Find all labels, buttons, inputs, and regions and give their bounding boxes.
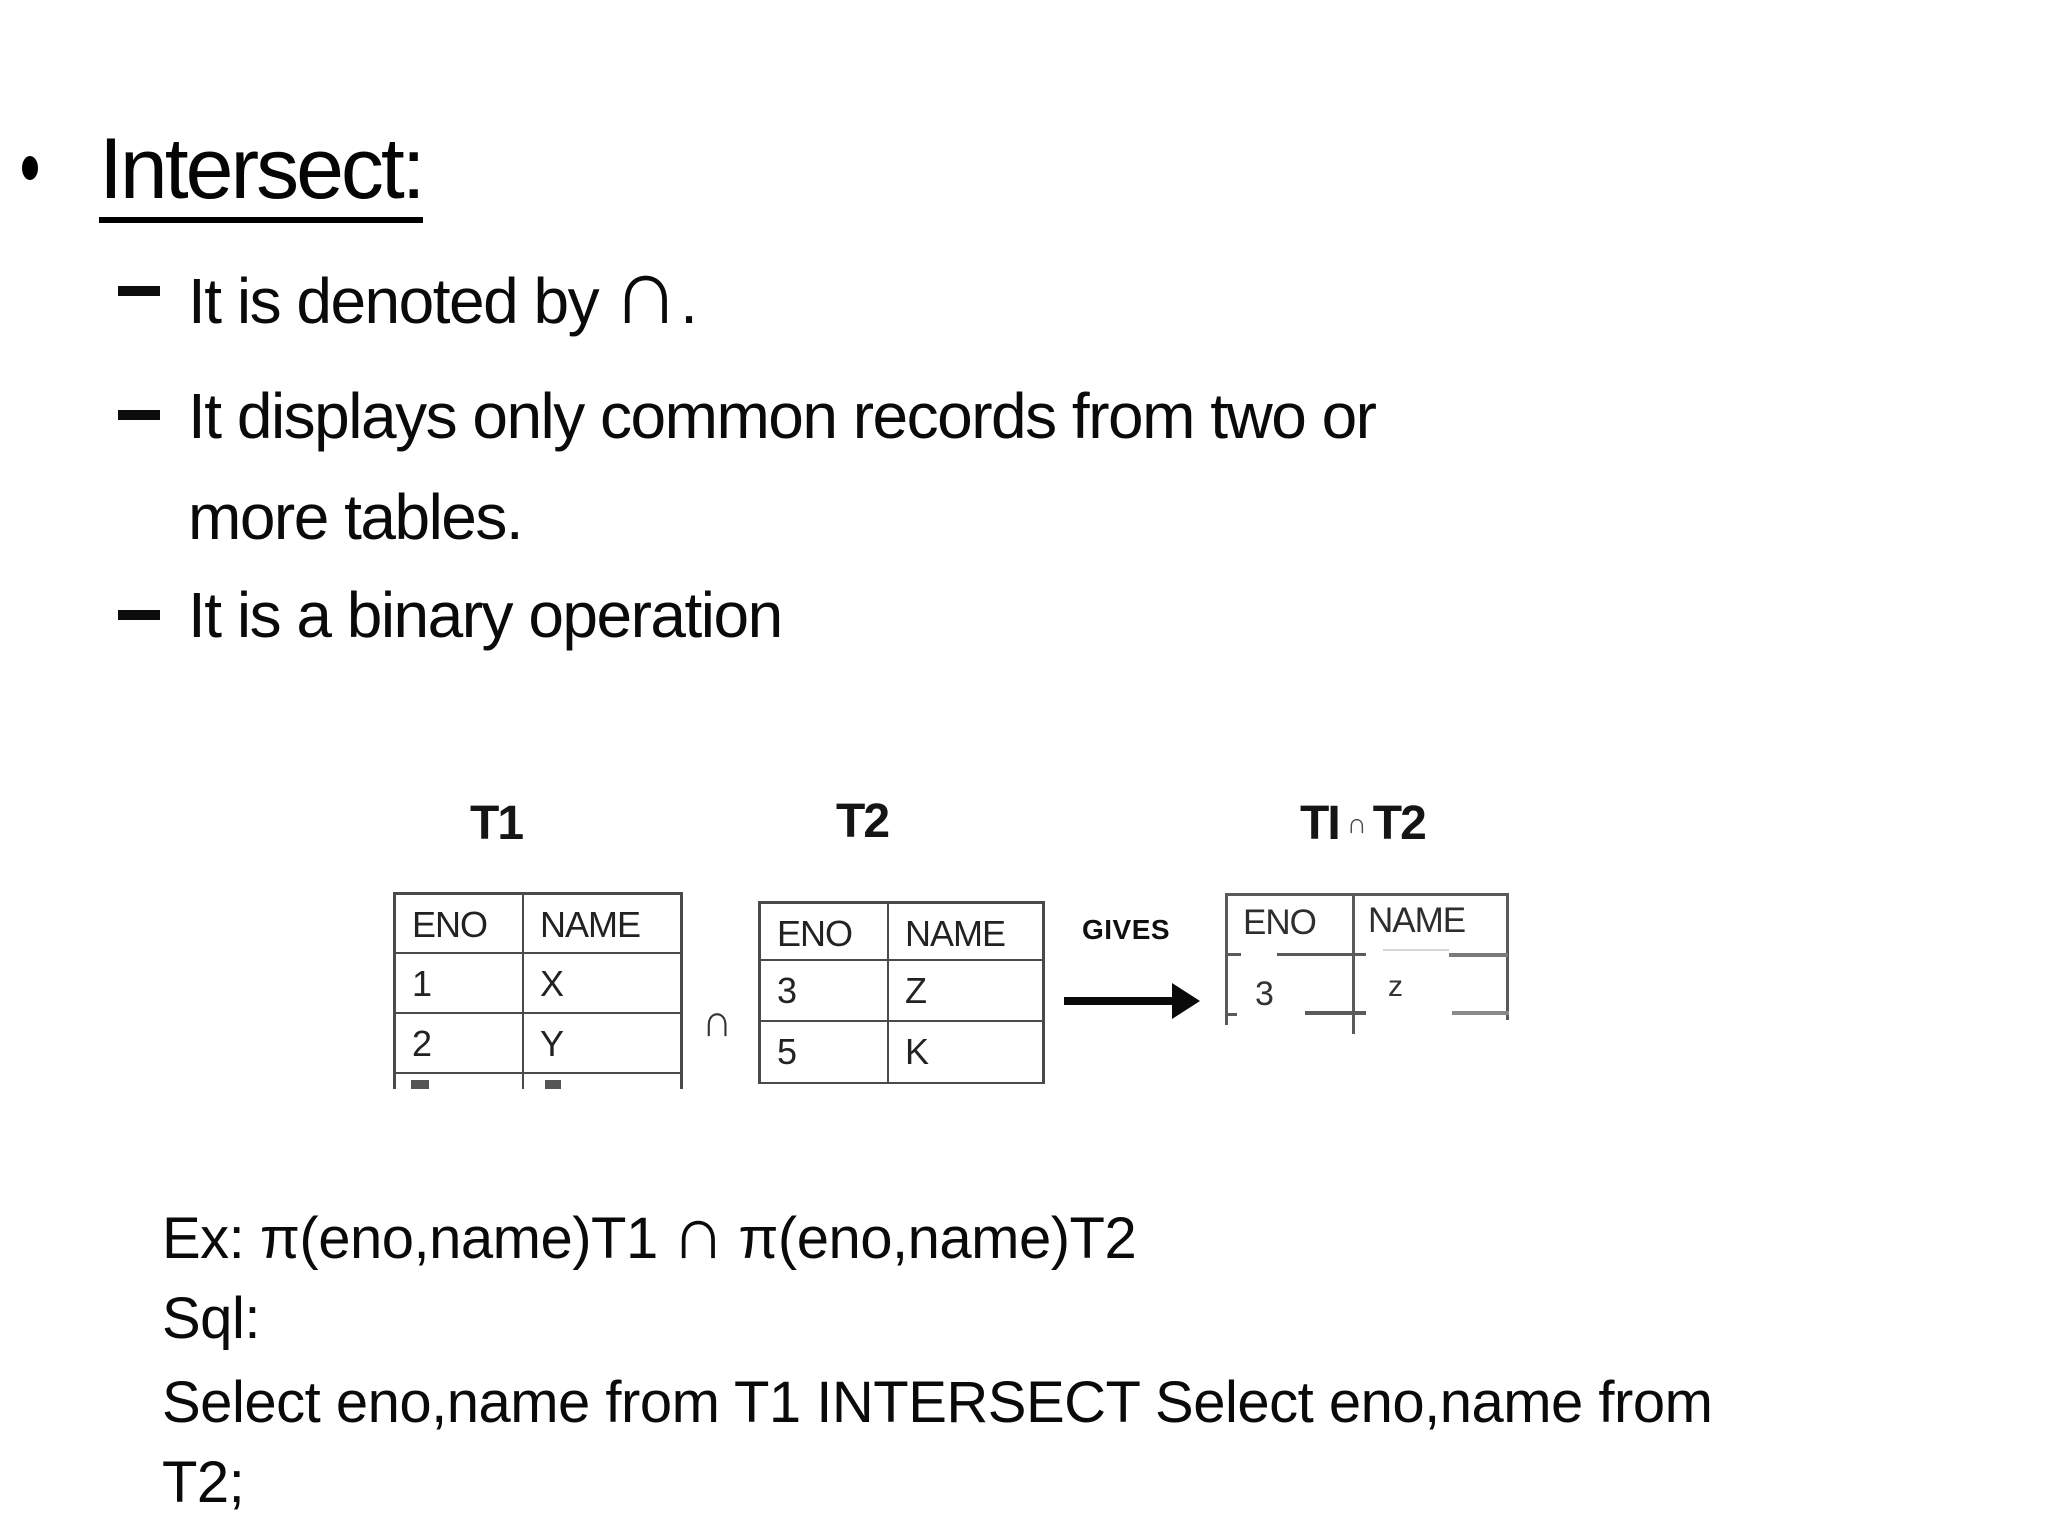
result-table-border xyxy=(1352,893,1355,1034)
intersection-symbol-operator: ∩ xyxy=(702,995,733,1046)
t1-table-grid: ENO NAME 1 X 2 Y xyxy=(393,892,683,1089)
result-table-border xyxy=(1383,949,1449,951)
intersection-symbol-example: ∩ xyxy=(671,1191,725,1274)
intersection-symbol: ∩ xyxy=(612,238,680,343)
scan-artifact xyxy=(411,1080,429,1089)
table-header-cell: ENO xyxy=(761,904,889,959)
result-table-border xyxy=(1225,1013,1237,1016)
t1-caption: T1 xyxy=(470,797,524,850)
arrow-icon xyxy=(1064,997,1176,1005)
table-row: 3 Z xyxy=(761,959,1042,1020)
bullet-item-common-records: It displays only common records from two… xyxy=(118,366,1377,568)
table-row: 2 Y xyxy=(396,1012,680,1072)
t1-table: ENO NAME 1 X 2 Y xyxy=(393,892,683,1089)
table-cell: 5 xyxy=(761,1022,889,1082)
t2-caption: T2 xyxy=(836,795,890,848)
table-cell xyxy=(396,1074,524,1089)
bullet-text-post: . xyxy=(680,265,698,337)
result-table-border xyxy=(1452,1011,1509,1015)
bullet-item-binary-operation: It is a binary operation xyxy=(118,576,783,654)
table-header-cell: NAME xyxy=(540,904,641,945)
table-header-cell: ENO xyxy=(396,895,524,952)
bullet-dot-icon xyxy=(22,156,38,180)
page-title: Intersect: xyxy=(99,126,426,223)
dash-icon xyxy=(118,610,160,620)
bullet-text-line1: It displays only common records from two… xyxy=(188,380,1377,452)
example-post: π(eno,name)T2 xyxy=(738,1206,1137,1271)
bullet-text-line2: more tables. xyxy=(188,481,524,553)
sql-label: Sql: xyxy=(162,1286,260,1351)
bullet-text: It displays only common records from two… xyxy=(188,366,1377,568)
dash-icon xyxy=(118,410,160,420)
table-header-row: ENO NAME xyxy=(761,904,1042,959)
table-cell: X xyxy=(540,963,564,1004)
bullet-text-pre: It is denoted by xyxy=(188,265,600,337)
table-row: 1 X xyxy=(396,952,680,1012)
table-row: 5 K xyxy=(761,1020,1042,1082)
sql-statement-line1: Select eno,name from T1 INTERSECT Select… xyxy=(162,1370,1713,1435)
table-cell: 2 xyxy=(396,1014,524,1072)
bullet-item-denoted: It is denoted by∩. xyxy=(118,244,698,340)
result-table-border xyxy=(1225,893,1509,896)
table-cell: Y xyxy=(540,1023,564,1064)
example-line: Ex: π(eno,name)T1∩π(eno,name)T2 xyxy=(162,1196,1137,1271)
arrow-head-icon xyxy=(1172,983,1200,1019)
table-cell: 3 xyxy=(1255,975,1274,1013)
bullet-text: It is denoted by∩. xyxy=(188,244,698,340)
page-title-text: Intersect: xyxy=(99,126,426,223)
table-row-clipped xyxy=(396,1072,680,1089)
result-caption-left: TI xyxy=(1300,797,1341,850)
gives-label: GIVES xyxy=(1082,914,1171,945)
result-table-border xyxy=(1225,893,1228,1025)
result-table-border xyxy=(1225,953,1241,956)
bullet-text: It is a binary operation xyxy=(188,576,783,654)
table-cell: Z xyxy=(905,970,927,1011)
sql-statement-line2: T2; xyxy=(162,1450,245,1515)
bullet-text-line1: It is a binary operation xyxy=(188,579,783,651)
table-cell: 1 xyxy=(396,954,524,1012)
result-table-border xyxy=(1305,1011,1366,1015)
table-header-cell: ENO xyxy=(1243,903,1317,942)
result-caption-right: T2 xyxy=(1372,797,1427,850)
table-cell: 3 xyxy=(761,961,889,1020)
table-header-cell: NAME xyxy=(1368,901,1466,940)
table-header-cell: NAME xyxy=(905,913,1006,954)
t2-table-grid: ENO NAME 3 Z 5 K xyxy=(758,901,1045,1084)
example-pre: Ex: π(eno,name)T1 xyxy=(162,1206,658,1271)
intersection-symbol-small: ∩ xyxy=(1346,808,1367,839)
scan-artifact xyxy=(545,1080,561,1089)
dash-icon xyxy=(118,286,160,296)
table-cell: z xyxy=(1388,970,1403,1003)
table-cell: K xyxy=(905,1031,929,1072)
result-caption: TI ∩ T2 xyxy=(1300,797,1427,850)
t2-table: ENO NAME 3 Z 5 K xyxy=(758,901,1045,1084)
table-header-row: ENO NAME xyxy=(396,895,680,952)
result-table-border xyxy=(1277,953,1366,956)
result-table-border xyxy=(1449,953,1508,957)
